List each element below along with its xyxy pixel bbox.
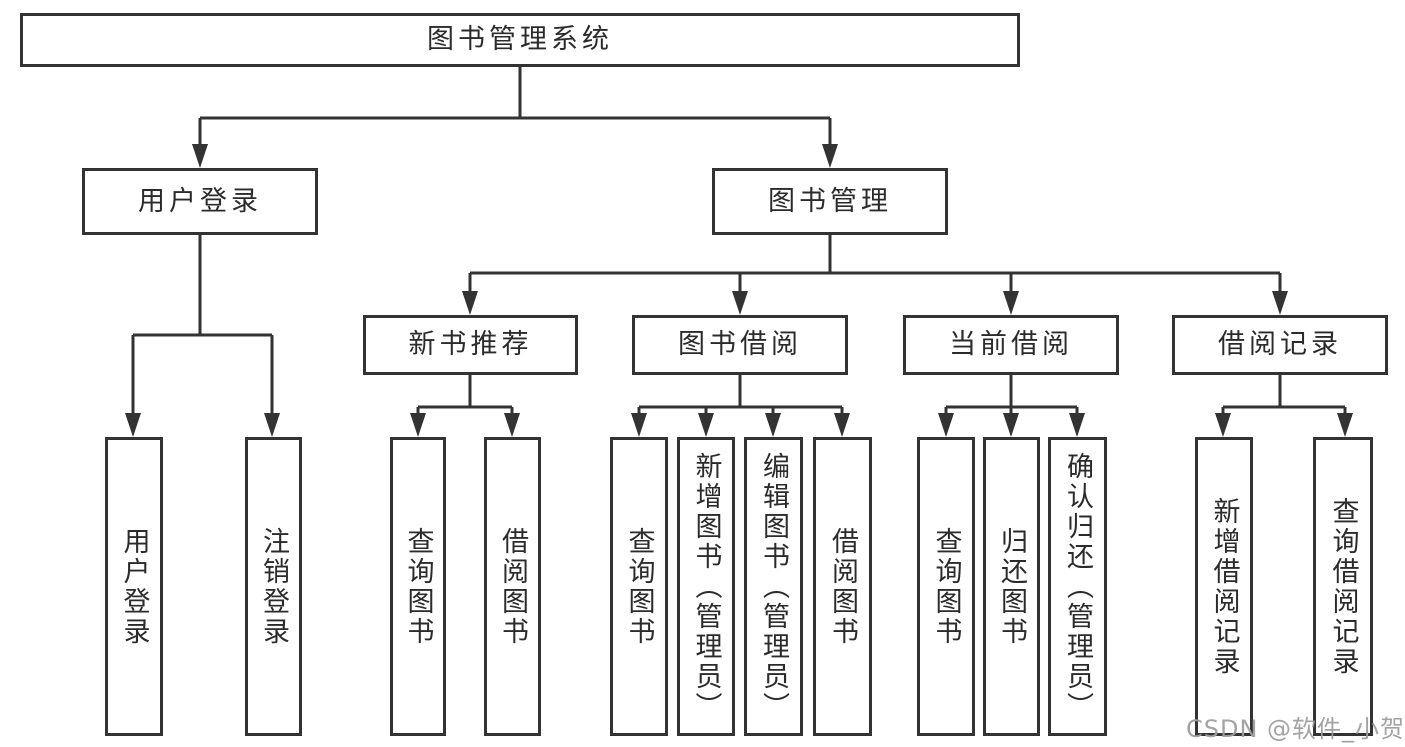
leaf-user-login: 用户登录 <box>105 437 163 736</box>
leaf-newbook-borrow-books: 借阅图书 <box>484 437 541 736</box>
node-new-book-recommendation: 新书推荐 <box>363 315 578 375</box>
leaf-current-query-books: 查询图书 <box>917 437 975 736</box>
leaf-current-confirm-return-admin: 确认归还（管理员） <box>1048 437 1107 736</box>
leaf-borrowing-edit-books-admin: 编辑图书（管理员） <box>744 437 803 736</box>
node-book-management: 图书管理 <box>712 168 948 235</box>
leaf-borrowing-borrow-books: 借阅图书 <box>813 437 872 736</box>
arrowheads <box>125 144 1353 437</box>
node-library-system: 图书管理系统 <box>20 13 1020 67</box>
node-user-login: 用户登录 <box>82 168 318 235</box>
leaf-newbook-query-books: 查询图书 <box>390 437 446 736</box>
leaf-borrowing-add-books-admin: 新增图书（管理员） <box>677 437 735 736</box>
node-borrow-records: 借阅记录 <box>1172 315 1388 375</box>
csdn-watermark: CSDN @软件_小贺同学 <box>1186 715 1405 743</box>
leaf-logout: 注销登录 <box>245 437 302 736</box>
leaf-current-return-books: 归还图书 <box>983 437 1040 736</box>
node-current-borrowing: 当前借阅 <box>903 315 1119 375</box>
node-book-borrowing: 图书借阅 <box>632 315 848 375</box>
leaf-record-query-borrow-record: 查询借阅记录 <box>1313 437 1373 736</box>
leaf-borrowing-query-books: 查询图书 <box>610 437 668 736</box>
leaf-record-add-borrow-record: 新增借阅记录 <box>1195 437 1253 736</box>
